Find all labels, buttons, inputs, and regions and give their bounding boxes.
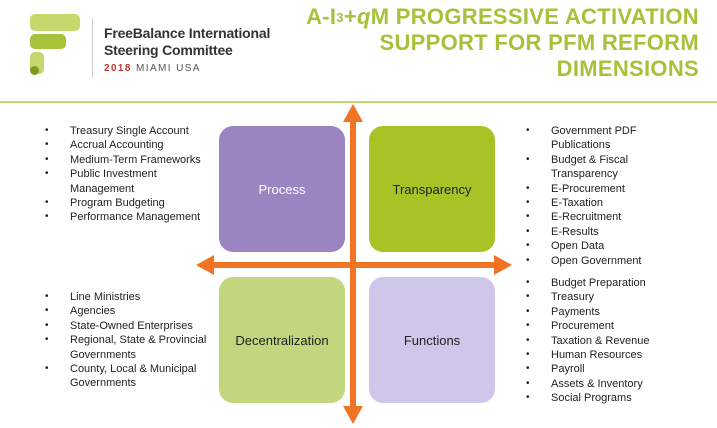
- list-item: Budget & Fiscal Transparency: [526, 153, 681, 182]
- list-item: Performance Management: [45, 210, 210, 225]
- list-item: E-Procurement: [526, 182, 681, 197]
- title-plus: +: [343, 4, 357, 29]
- org-name-line2: Steering Committee: [104, 42, 233, 58]
- event-location: MIAMI USA: [136, 63, 201, 74]
- list-item: Medium-Term Frameworks: [45, 153, 210, 168]
- title-q: q: [356, 4, 371, 29]
- quadrant-functions-label: Functions: [403, 332, 461, 348]
- org-name: FreeBalance International Steering Commi…: [104, 25, 270, 59]
- title-line1-rest: M PROGRESSIVE ACTIVATION: [370, 4, 699, 29]
- list-item: E-Results: [526, 225, 681, 240]
- freebalance-logo: [30, 14, 82, 75]
- event-year: 2018: [104, 63, 132, 74]
- list-item: Treasury: [526, 290, 701, 305]
- list-item: Assets & Inventory: [526, 377, 701, 392]
- horizontal-axis: [210, 262, 502, 268]
- quadrant-functions: Functions: [369, 277, 495, 403]
- list-item: Payments: [526, 305, 701, 320]
- list-item: Agencies: [45, 304, 210, 319]
- list-item: Human Resources: [526, 348, 701, 363]
- list-item: Procurement: [526, 319, 701, 334]
- list-item: Government PDF Publications: [526, 124, 681, 153]
- list-item: Line Ministries: [45, 290, 210, 305]
- logo-bar-top: [30, 14, 80, 31]
- logo-divider: [92, 18, 93, 78]
- list-item: County, Local & Municipal Governments: [45, 362, 210, 391]
- arrow-left-icon: [196, 255, 214, 275]
- list-item: Open Government: [526, 254, 681, 269]
- title-prefix: A-I: [306, 4, 337, 29]
- list-item: Social Programs: [526, 391, 701, 406]
- arrow-down-icon: [343, 406, 363, 424]
- title-line3: DIMENSIONS: [556, 56, 699, 81]
- functions-list: Budget Preparation Treasury Payments Pro…: [526, 276, 701, 406]
- list-item: Open Data: [526, 239, 681, 254]
- process-list: Treasury Single Account Accrual Accounti…: [45, 124, 210, 225]
- quadrant-decentralization: Decentralization: [219, 277, 345, 403]
- list-item: E-Taxation: [526, 196, 681, 211]
- arrow-right-icon: [494, 255, 512, 275]
- transparency-list: Government PDF Publications Budget & Fis…: [526, 124, 681, 269]
- title-line1: A-I3+qM PROGRESSIVE ACTIVATION: [306, 4, 699, 30]
- list-item: Budget Preparation: [526, 276, 701, 291]
- quadrant-decentralization-label: Decentralization: [235, 332, 329, 348]
- logo-bar-middle: [30, 34, 66, 49]
- title-sup: 3: [336, 10, 344, 25]
- event-line: 2018 MIAMI USA: [104, 63, 201, 74]
- logo-dot: [30, 66, 39, 75]
- list-item: Treasury Single Account: [45, 124, 210, 139]
- list-item: Regional, State & Provincial Governments: [45, 333, 210, 362]
- org-name-line1: FreeBalance International: [104, 25, 271, 41]
- list-item: E-Recruitment: [526, 210, 681, 225]
- list-item: Taxation & Revenue: [526, 334, 701, 349]
- list-item: Program Budgeting: [45, 196, 210, 211]
- quadrant-transparency-label: Transparency: [392, 181, 472, 197]
- decentralization-list: Line Ministries Agencies State-Owned Ent…: [45, 290, 210, 391]
- list-item: State-Owned Enterprises: [45, 319, 210, 334]
- list-item: Payroll: [526, 362, 701, 377]
- title-line2: SUPPORT FOR PFM REFORM: [379, 30, 699, 55]
- header-rule: [0, 101, 717, 103]
- quadrant-process: Process: [219, 126, 345, 252]
- quadrant-transparency: Transparency: [369, 126, 495, 252]
- quadrant-process-label: Process: [258, 181, 306, 197]
- slide-title: A-I3+qM PROGRESSIVE ACTIVATION SUPPORT F…: [306, 4, 699, 82]
- arrow-up-icon: [343, 104, 363, 122]
- list-item: Accrual Accounting: [45, 138, 210, 153]
- list-item: Public Investment Management: [45, 167, 210, 196]
